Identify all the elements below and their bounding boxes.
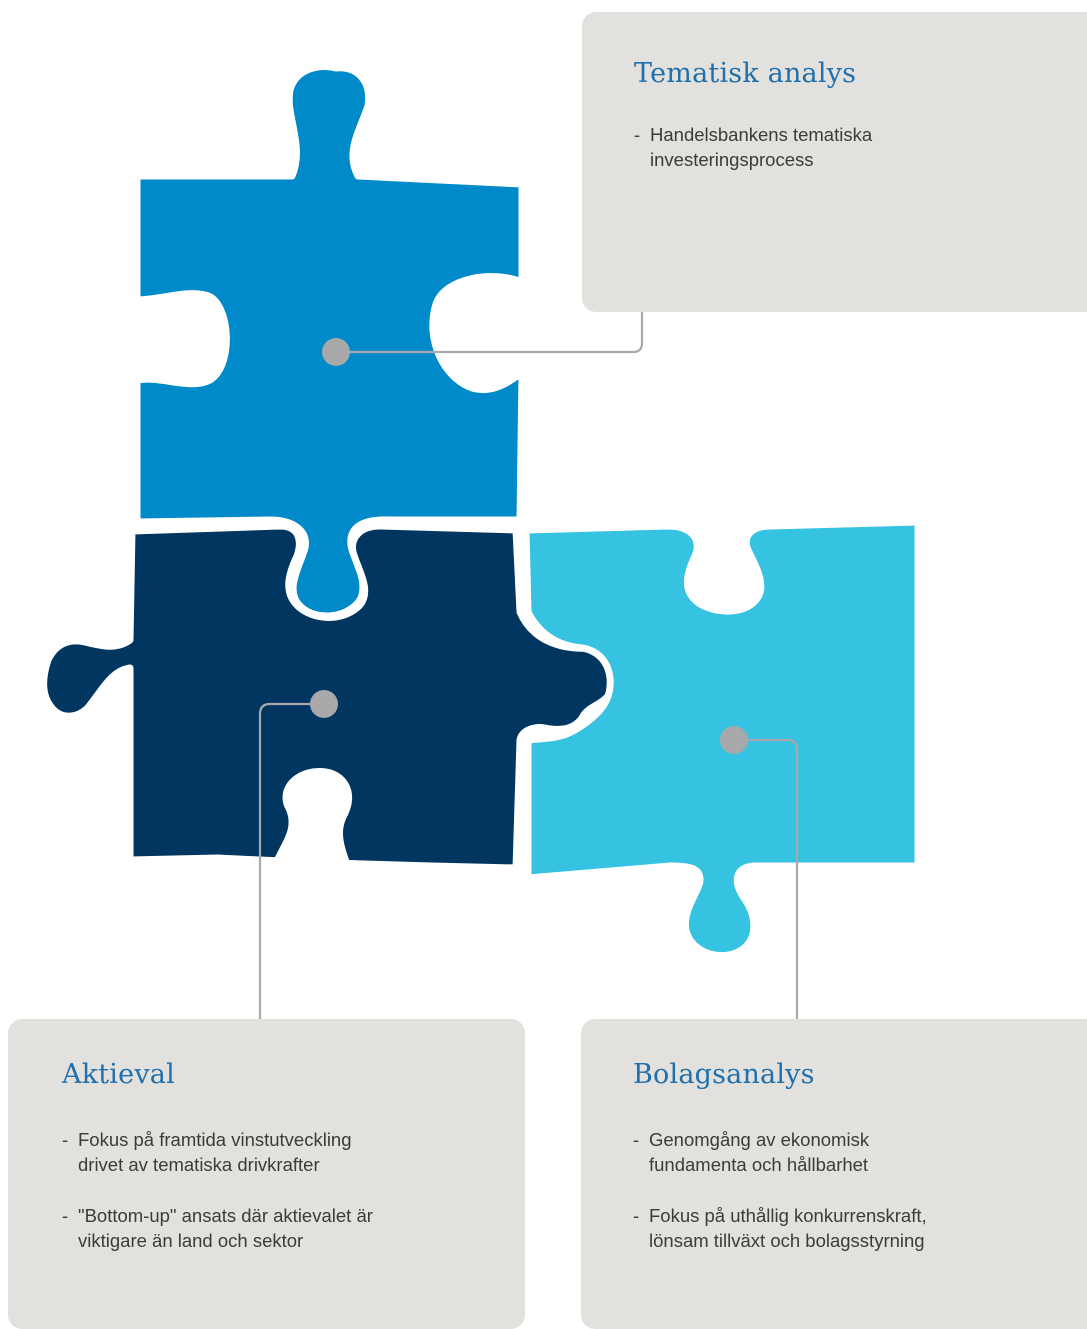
connector-line-left	[258, 702, 324, 1019]
connector-dot-top	[322, 338, 350, 366]
card-list: - Handelsbankens tematiska investeringsp…	[634, 122, 1087, 172]
connector-line-top	[336, 312, 644, 354]
list-item-text: "Bottom-up" ansats där aktievalet är vik…	[78, 1205, 373, 1251]
connector-line-right	[734, 738, 799, 1019]
card-title: Aktieval	[62, 1059, 175, 1090]
card-aktieval: Aktieval - Fokus på framtida vinstutveck…	[8, 1019, 525, 1329]
list-item: - Fokus på uthållig konkurrenskraft, lön…	[633, 1205, 927, 1251]
list-item: - "Bottom-up" ansats där aktievalet är v…	[62, 1205, 373, 1251]
card-title: Bolagsanalys	[633, 1059, 815, 1090]
card-list: - Genomgång av ekonomisk fundamenta och …	[633, 1127, 1087, 1253]
list-item-text: Fokus på uthållig konkurrenskraft, lönsa…	[649, 1205, 927, 1251]
list-item-text: Fokus på framtida vinstutveckling drivet…	[78, 1129, 352, 1175]
list-item-text: Handelsbankens tematiska investeringspro…	[650, 124, 873, 170]
puzzle-notch-left	[270, 768, 353, 868]
connector-dot-left	[310, 690, 338, 718]
card-bolagsanalys: Bolagsanalys - Genomgång av ekonomisk fu…	[581, 1019, 1087, 1329]
connector-dot-right	[720, 726, 748, 754]
list-item: - Handelsbankens tematiska investeringsp…	[634, 124, 873, 170]
card-list: - Fokus på framtida vinstutveckling driv…	[62, 1127, 525, 1253]
list-item-text: Genomgång av ekonomisk fundamenta och hå…	[649, 1129, 870, 1175]
list-item: - Fokus på framtida vinstutveckling driv…	[62, 1129, 352, 1175]
card-title: Tematisk analys	[634, 58, 857, 89]
list-item: - Genomgång av ekonomisk fundamenta och …	[633, 1129, 870, 1175]
card-tematisk-analys: Tematisk analys - Handelsbankens tematis…	[582, 12, 1087, 312]
